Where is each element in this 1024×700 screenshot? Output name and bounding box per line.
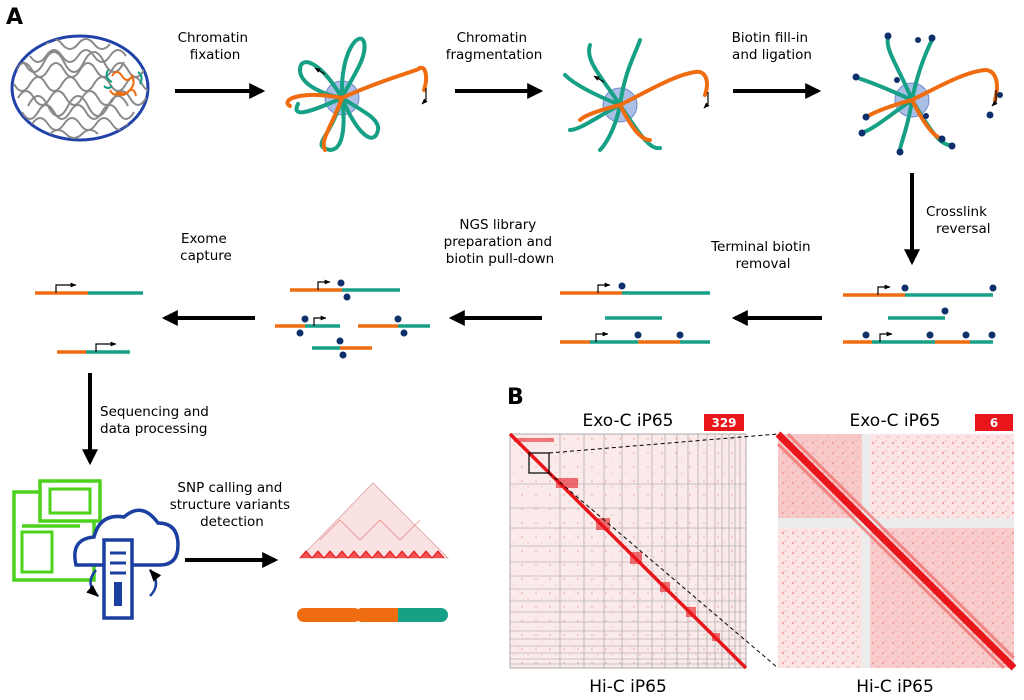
step-label-exome: Exome capture <box>180 231 232 264</box>
heatmap-left-badge-bg <box>704 414 744 431</box>
nucleus-icon <box>10 34 150 142</box>
heatmap-left-top-title: Exo-C iP65 <box>582 411 673 431</box>
heatmap-left <box>508 432 748 670</box>
terminal-biotin-removed-fragments <box>560 282 710 344</box>
panel-label-a: A <box>6 5 23 30</box>
crosslink-reversed-fragments <box>843 284 997 344</box>
step-label-snp: SNP calling and structure variants detec… <box>170 480 295 530</box>
step-label-terminal: Terminal biotin removal <box>710 239 815 272</box>
heatmap-right-badge: 6 <box>990 416 998 430</box>
step-label-fixation: Chromatin fixation <box>178 30 253 63</box>
heatmap-right <box>775 431 1017 671</box>
step-label-crosslink: Crosslink reversal <box>926 204 991 237</box>
exome-captured-fragments <box>35 282 143 354</box>
chromosome-bar-icon <box>297 608 448 622</box>
heatmap-right-badge-bg <box>975 414 1013 431</box>
chromatin-loop-icon <box>285 36 429 153</box>
step-label-fragmentation: Chromatin fragmentation <box>446 30 543 63</box>
zoom-line-bottom <box>548 472 779 669</box>
triangle-contact-map-icon <box>299 482 449 559</box>
step-label-sequencing: Sequencing and data processing <box>100 404 213 437</box>
heatmap-left-bottom-title: Hi-C iP65 <box>589 677 667 697</box>
fragmented-chromatin-icon <box>563 38 710 152</box>
panel-label-b: B <box>507 385 524 410</box>
step-label-ngs: NGS library preparation and biotin pull-… <box>444 217 557 267</box>
step-label-fillin: Biotin fill-in and ligation <box>732 30 813 63</box>
heatmap-left-badge: 329 <box>711 416 736 430</box>
heatmap-right-top-title: Exo-C iP65 <box>849 411 940 431</box>
biotin-ligated-chromatin-icon <box>852 32 1003 156</box>
ngs-library-fragments <box>275 279 430 359</box>
cloud-server-icon <box>73 508 180 620</box>
zoom-line-top <box>548 433 779 454</box>
heatmap-right-bottom-title: Hi-C iP65 <box>856 677 934 697</box>
